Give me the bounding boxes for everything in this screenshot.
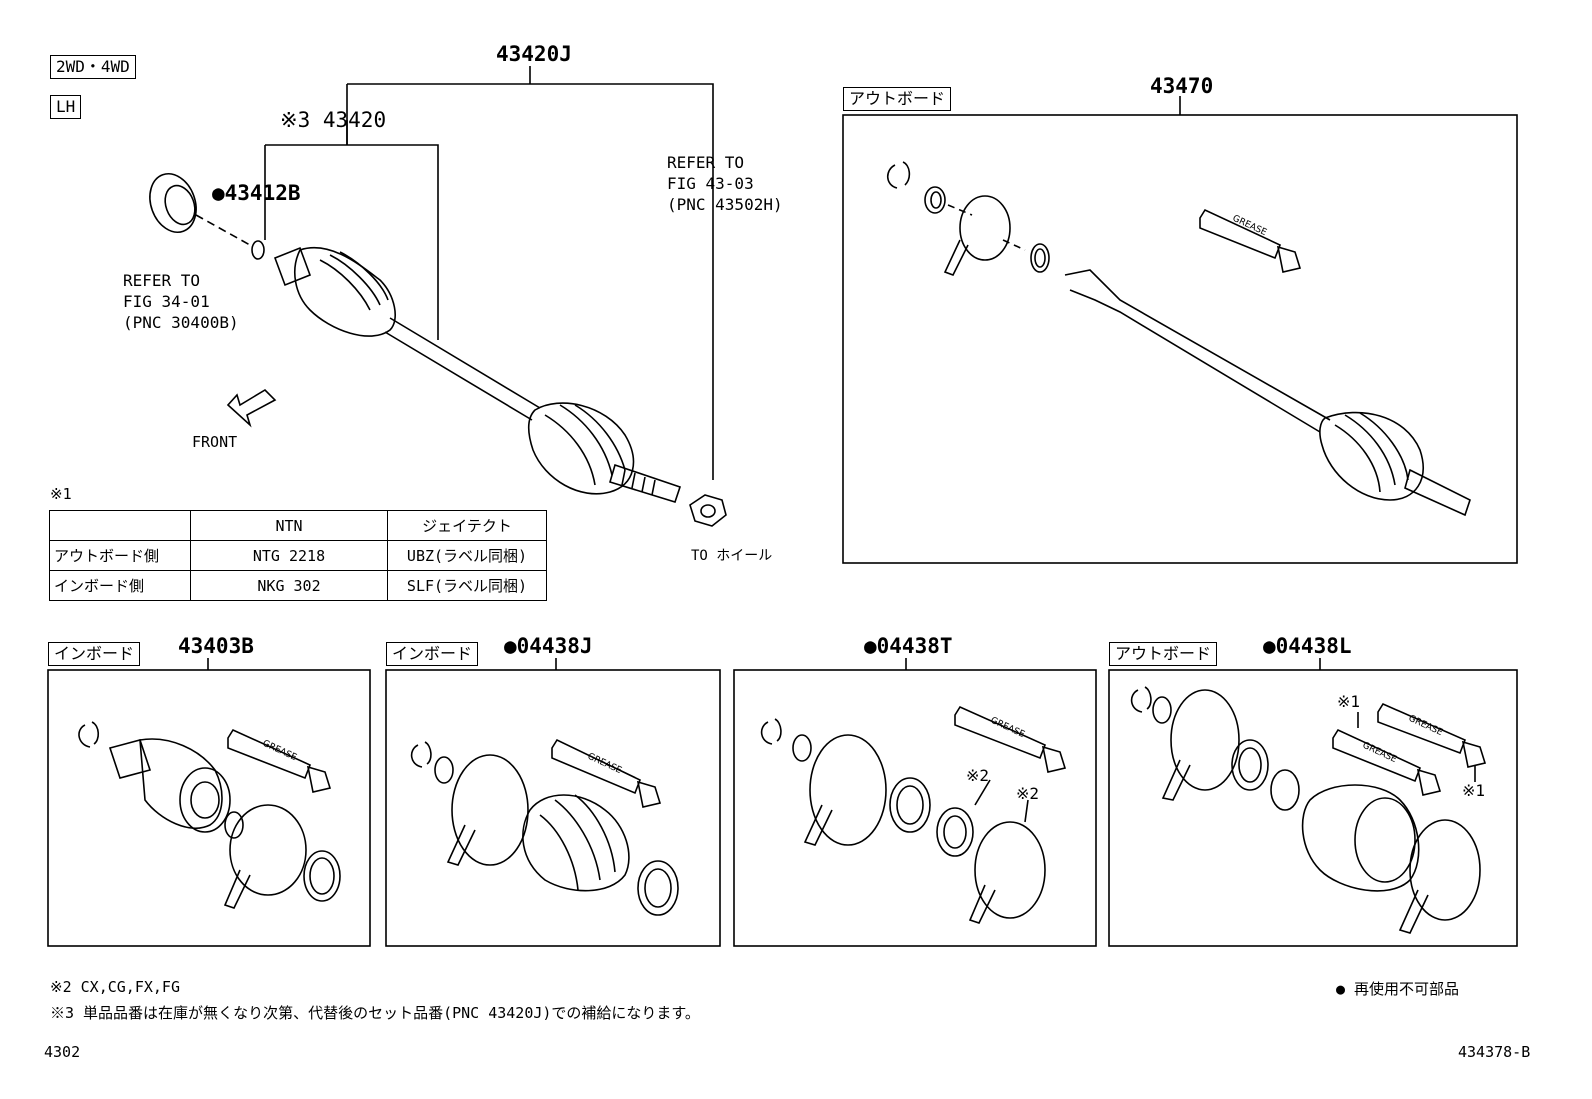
part-43403B[interactable]: 43403B (178, 634, 254, 658)
drawing-code: 434378-B (1458, 1043, 1531, 1061)
refer-fig-43-03[interactable]: REFER TO FIG 43-03 (PNC 43502H) (667, 152, 783, 215)
front-arrow (226, 388, 277, 428)
part-43470[interactable]: 43470 (1150, 74, 1214, 98)
mark-2-a: ※2 (966, 766, 990, 785)
table-row: アウトボード側 NTG 2218 UBZ(ラベル同梱) (49, 540, 547, 571)
spec-table: NTN ジェイテクト アウトボード側 NTG 2218 UBZ(ラベル同梱) イ… (49, 510, 547, 601)
refer-fig-34-01[interactable]: REFER TO FIG 34-01 (PNC 30400B) (123, 270, 239, 333)
mark-2-b: ※2 (1016, 784, 1040, 803)
drive-type-tag: 2WD・4WD (50, 55, 136, 79)
kit-04438J (410, 738, 679, 916)
table-cell: アウトボード側 (49, 540, 191, 571)
kit-43403B (78, 721, 341, 909)
table-cell: NTG 2218 (190, 540, 388, 571)
driveshaft-43470 (886, 161, 1471, 517)
mark-1-b: ※1 (1462, 781, 1486, 800)
inboard-tag-43403B: インボード (48, 642, 141, 666)
side-tag: LH (50, 95, 82, 119)
grease-label-4: GREASE (989, 716, 1027, 741)
part-04438L[interactable]: ●04438L (1263, 634, 1352, 658)
refer-line: (PNC 30400B) (123, 313, 239, 332)
note1-header: ※1 (50, 485, 72, 503)
table-cell: SLF(ラベル同梱) (387, 570, 547, 601)
table-cell (49, 510, 191, 541)
refer-line: FIG 34-01 (123, 292, 210, 311)
kit-04438L (1130, 686, 1487, 934)
outboard-tag-04438L: アウトボード (1109, 642, 1218, 666)
grease-label-3: GREASE (586, 752, 624, 777)
page-code: 4302 (44, 1043, 81, 1061)
kit-04438T (760, 705, 1067, 924)
refer-line: REFER TO (667, 153, 745, 172)
refer-line: REFER TO (123, 271, 201, 290)
table-cell: インボード側 (49, 570, 191, 601)
table-row: インボード側 NKG 302 SLF(ラベル同梱) (49, 570, 547, 601)
part-04438T[interactable]: ●04438T (864, 634, 953, 658)
part-43420J[interactable]: 43420J (496, 42, 572, 66)
to-wheel-label: TO ホイール (691, 548, 773, 564)
outboard-tag-main: アウトボード (843, 87, 952, 111)
grease-label-1: GREASE (1231, 214, 1269, 239)
table-cell: NKG 302 (190, 570, 388, 601)
table-cell: UBZ(ラベル同梱) (387, 540, 547, 571)
refer-line: FIG 43-03 (667, 174, 754, 193)
footnote-2: ※2 CX,CG,FX,FG (50, 978, 180, 996)
table-header-jtekt: ジェイテクト (387, 510, 547, 541)
table-row: NTN ジェイテクト (49, 510, 547, 541)
table-header-ntn: NTN (190, 510, 388, 541)
driveshaft-43420 (149, 173, 727, 527)
front-label: FRONT (192, 433, 238, 451)
inboard-tag-04438J: インボード (386, 642, 479, 666)
part-04438J[interactable]: ●04438J (504, 634, 593, 658)
mark-1-a: ※1 (1337, 692, 1361, 711)
part-43412B[interactable]: ●43412B (212, 181, 301, 205)
part-43420[interactable]: ※3 43420 (280, 108, 387, 132)
refer-line: (PNC 43502H) (667, 195, 783, 214)
legend-non-reusable: ● 再使用不可部品 (1336, 980, 1460, 998)
grease-label-2: GREASE (261, 739, 299, 764)
footnote-3: ※3 単品品番は在庫が無くなり次第、代替後のセット品番(PNC 43420J)で… (50, 1004, 700, 1022)
